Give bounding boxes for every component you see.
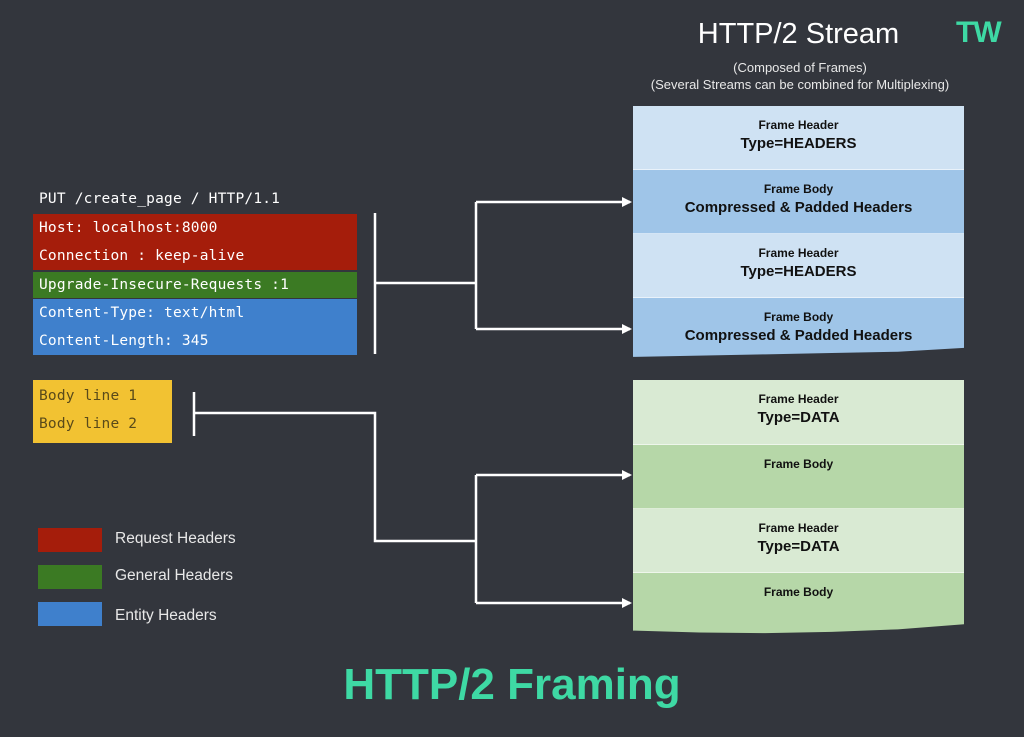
legend-swatch-entity — [38, 602, 102, 626]
footer-title: HTTP/2 Framing — [343, 660, 681, 709]
header-content-type: Content-Type: text/html — [33, 299, 357, 327]
header-content-length: Content-Length: 345 — [33, 327, 357, 355]
header-upgrade-insecure: Upgrade-Insecure-Requests :1 — [33, 272, 357, 298]
header-host: Host: localhost:8000 — [33, 214, 357, 242]
frame-detail: Compressed & Padded Headers — [684, 327, 913, 344]
frame-detail: Type=DATA — [757, 538, 840, 555]
legend-label-entity: Entity Headers — [115, 607, 217, 624]
frame-body-headers-2: Frame Body Compressed & Padded Headers — [633, 298, 964, 357]
frame-header-data-1: Frame Header Type=DATA — [633, 380, 964, 445]
tw-logo: TW — [956, 16, 1002, 49]
stream-subtitle-1: (Composed of Frames) — [733, 60, 867, 75]
frame-body-data-1: Frame Body — [633, 445, 964, 509]
frame-label: Frame Body — [763, 182, 834, 196]
legend-swatch-request — [38, 528, 102, 552]
frame-label: Frame Body — [763, 310, 834, 324]
frame-detail: Type=HEADERS — [740, 135, 857, 152]
header-connection: Connection : keep-alive — [33, 242, 357, 270]
stream-subtitle-2: (Several Streams can be combined for Mul… — [650, 77, 950, 92]
frame-body-headers-1: Frame Body Compressed & Padded Headers — [633, 170, 964, 234]
frame-label: Frame Body — [763, 457, 834, 471]
body-line-1: Body line 1 — [39, 388, 138, 404]
request-line: PUT /create_page / HTTP/1.1 — [39, 191, 281, 207]
frame-label: Frame Header — [758, 521, 839, 535]
legend-swatch-general — [38, 565, 102, 589]
legend-label-request: Request Headers — [115, 530, 236, 547]
frame-body-data-2: Frame Body — [633, 573, 964, 634]
frame-header-data-2: Frame Header Type=DATA — [633, 509, 964, 573]
frame-label: Frame Header — [758, 118, 839, 132]
frame-label: Frame Body — [763, 585, 834, 599]
frame-header-headers-1: Frame Header Type=HEADERS — [633, 106, 964, 170]
body-block — [33, 380, 172, 443]
stream-title: HTTP/2 Stream — [697, 18, 900, 50]
legend-label-general: General Headers — [115, 567, 234, 584]
frame-detail: Type=HEADERS — [740, 263, 857, 280]
frame-header-headers-2: Frame Header Type=HEADERS — [633, 234, 964, 298]
body-connector — [194, 411, 476, 543]
frame-detail: Compressed & Padded Headers — [684, 199, 913, 216]
body-line-2: Body line 2 — [39, 416, 138, 432]
frame-label: Frame Header — [758, 246, 839, 260]
frame-detail: Type=DATA — [757, 409, 840, 426]
frame-label: Frame Header — [758, 392, 839, 406]
